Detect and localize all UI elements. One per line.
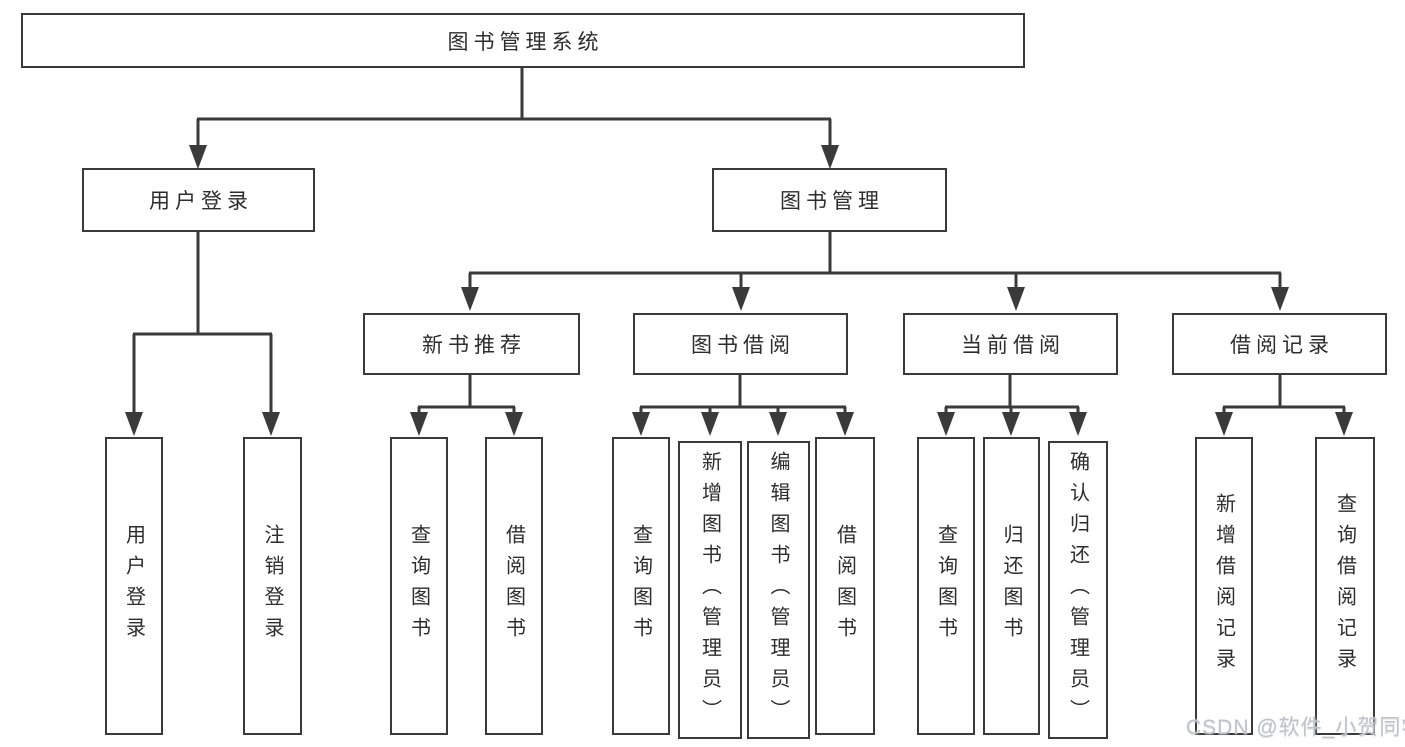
node-borrow-records-label: 借阅记录 (1230, 334, 1334, 357)
leaf-add-book-admin: 新增图书（管理员） (678, 441, 742, 739)
leaf-borrow-book-newbook-label: 借阅图书 (502, 524, 525, 648)
leaf-query-borrow-record-label: 查询借阅记录 (1333, 493, 1356, 679)
node-current-borrow: 当前借阅 (903, 313, 1118, 375)
leaf-edit-book-admin-label: 编辑图书（管理员） (767, 450, 789, 730)
watermark-text: CSDN @软件_小贺同学 (1186, 716, 1405, 739)
leaf-query-book-newbook: 查询图书 (390, 437, 448, 735)
leaf-query-book-current-label: 查询图书 (934, 524, 957, 648)
leaf-add-borrow-record-label: 新增借阅记录 (1212, 493, 1235, 679)
leaf-confirm-return-admin-label: 确认归还（管理员） (1066, 450, 1089, 730)
leaf-return-book: 归还图书 (983, 437, 1040, 735)
leaf-add-book-admin-label: 新增图书（管理员） (698, 450, 721, 730)
node-borrow-records: 借阅记录 (1172, 313, 1387, 375)
leaf-user-login: 用户登录 (105, 437, 163, 735)
leaf-edit-book-admin: 编辑图书（管理员） (747, 441, 810, 739)
connector-root-to-level2 (189, 68, 839, 169)
connector-new-book-children (410, 375, 523, 436)
leaf-borrow-book-newbook: 借阅图书 (485, 437, 543, 735)
node-book-borrow-label: 图书借阅 (691, 334, 795, 357)
node-book-borrow: 图书借阅 (633, 313, 848, 375)
node-current-borrow-label: 当前借阅 (961, 334, 1065, 357)
leaf-user-login-label: 用户登录 (122, 524, 145, 648)
node-book-management: 图书管理 (712, 168, 947, 232)
leaf-return-book-label: 归还图书 (1000, 524, 1022, 648)
leaf-query-book-borrow-label: 查询图书 (629, 524, 652, 648)
connector-book-borrow-children (632, 375, 854, 436)
leaf-borrow-book-borrow: 借阅图书 (815, 437, 875, 735)
node-new-book-recommend: 新书推荐 (363, 313, 580, 375)
leaf-logout-login-label: 注销登录 (261, 524, 283, 648)
leaf-query-borrow-record: 查询借阅记录 (1315, 437, 1375, 735)
connector-user-login-children (125, 232, 280, 436)
connector-book-management-sections (461, 232, 1289, 311)
node-new-book-recommend-label: 新书推荐 (422, 334, 526, 357)
leaf-query-book-newbook-label: 查询图书 (407, 524, 430, 648)
leaf-borrow-book-borrow-label: 借阅图书 (833, 524, 856, 648)
node-book-management-label: 图书管理 (780, 190, 884, 213)
connector-current-borrow-children (937, 375, 1087, 436)
node-root-label: 图书管理系统 (447, 30, 604, 54)
node-user-login-label: 用户登录 (149, 190, 253, 213)
leaf-confirm-return-admin: 确认归还（管理员） (1048, 441, 1108, 739)
leaf-query-book-current: 查询图书 (917, 437, 975, 735)
leaf-logout-login: 注销登录 (243, 437, 302, 735)
leaf-query-book-borrow: 查询图书 (612, 437, 670, 735)
node-root: 图书管理系统 (21, 13, 1025, 68)
node-user-login: 用户登录 (82, 168, 315, 232)
connector-borrow-records-children (1215, 375, 1353, 436)
leaf-add-borrow-record: 新增借阅记录 (1195, 437, 1253, 735)
